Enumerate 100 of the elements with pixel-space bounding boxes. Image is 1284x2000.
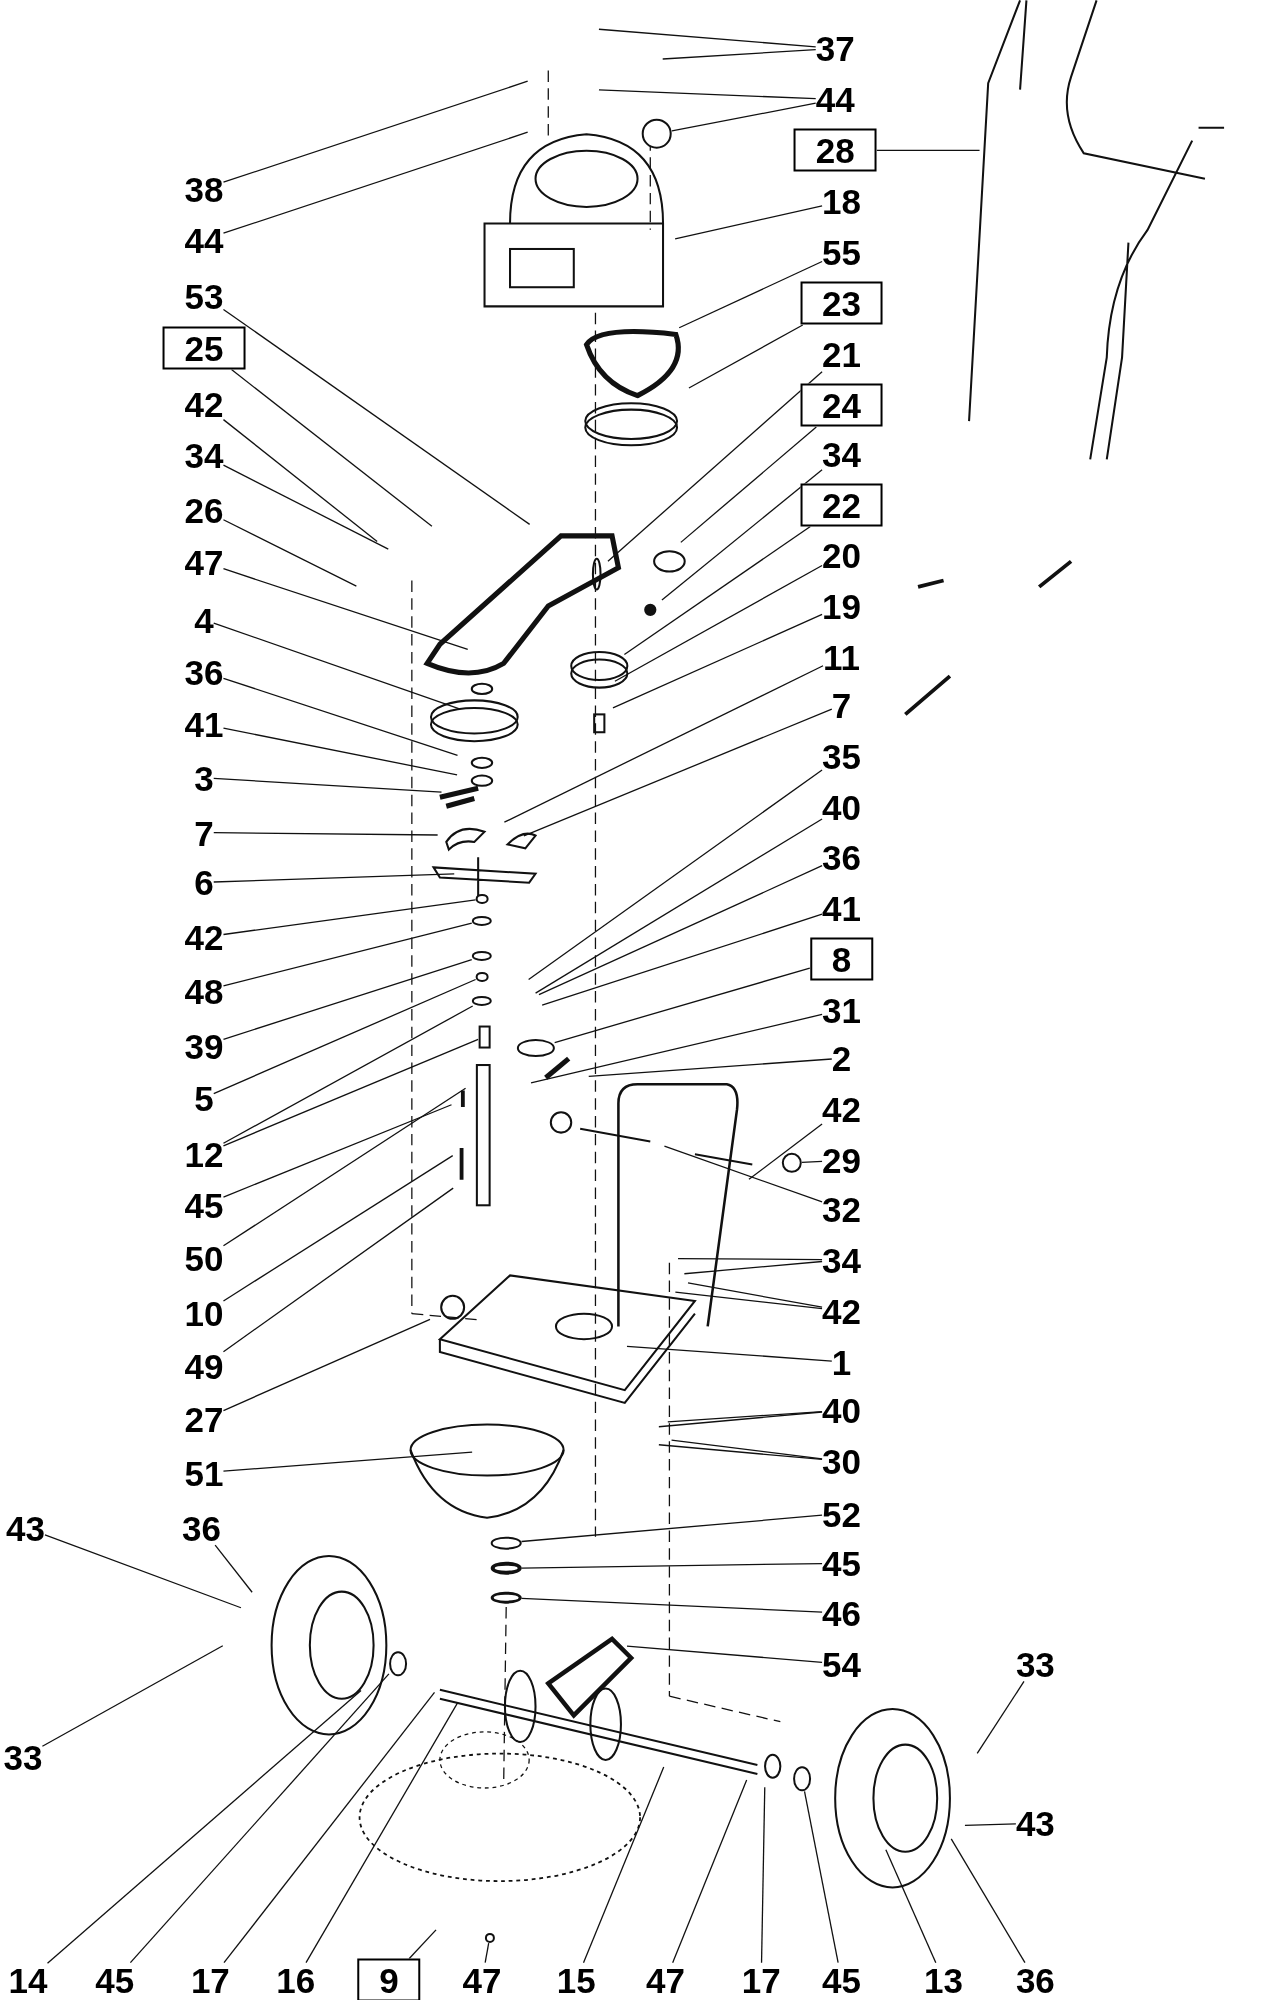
leader-line [230, 368, 433, 527]
leader-line [530, 1013, 823, 1084]
callout-number: 9 [357, 1958, 421, 2000]
callout-number: 49 [184, 1348, 224, 1384]
leader-line [222, 1318, 431, 1412]
ring-part [490, 1536, 522, 1550]
leader-line [213, 777, 443, 793]
ring-part [793, 1765, 811, 1792]
callout-number: 44 [184, 222, 224, 258]
leader-line [44, 1534, 242, 1609]
leader-line [222, 958, 473, 1040]
leader-line [760, 1786, 766, 1964]
leader-line [408, 1929, 437, 1960]
callout-number: 33 [1015, 1646, 1055, 1682]
leader-line [305, 1701, 459, 1964]
ring-part [484, 1933, 495, 1944]
leader-line [626, 1345, 833, 1362]
callout-number: 16 [276, 1962, 316, 1998]
callout-number: 37 [815, 30, 855, 66]
leader-line [520, 1597, 823, 1613]
leader-line [222, 1104, 453, 1198]
callout-number: 12 [184, 1136, 224, 1172]
leader-line [213, 622, 461, 710]
leader-line [222, 1451, 473, 1472]
callout-number: 14 [8, 1962, 48, 1998]
leader-line [801, 1160, 823, 1163]
leader-line [671, 102, 817, 132]
leader-line [680, 426, 817, 544]
callout-number: 7 [831, 687, 852, 723]
leader-line [662, 49, 817, 60]
leader-line [541, 913, 823, 1006]
ring-part [641, 118, 672, 150]
ring-part [388, 1651, 407, 1677]
leader-line [674, 1291, 823, 1310]
leader-line [222, 1087, 467, 1247]
callout-number: 36 [822, 839, 861, 875]
leader-line [582, 1766, 665, 1964]
leader-line [222, 464, 389, 550]
leader-line [222, 1005, 474, 1144]
callout-number: 29 [822, 1142, 861, 1178]
leader-line [678, 260, 823, 329]
callout-number: 45 [95, 1962, 135, 1998]
callout-number: 45 [184, 1187, 224, 1223]
callout-number: 46 [822, 1595, 861, 1631]
callout-number: 53 [184, 278, 224, 314]
callout-number: 24 [800, 383, 883, 427]
callout-number: 3 [194, 760, 214, 796]
callout-number: 11 [823, 639, 861, 675]
leader-line [663, 1145, 823, 1203]
leader-line [214, 1544, 253, 1593]
callout-number: 31 [822, 992, 861, 1028]
ring-part [781, 1152, 802, 1174]
callout-number: 5 [194, 1080, 214, 1116]
leader-line [222, 899, 477, 936]
leader-line [607, 371, 823, 562]
callout-number: 36 [182, 1510, 221, 1546]
leader-line [683, 1260, 823, 1275]
callout-number: 13 [924, 1962, 963, 1998]
callout-number: 41 [822, 890, 861, 926]
callout-number: 20 [822, 537, 861, 573]
leader-line [964, 1823, 1017, 1827]
leader-line [623, 525, 811, 656]
callout-number: 23 [800, 281, 883, 325]
leader-line [222, 519, 357, 587]
callout-number: 8 [809, 937, 874, 981]
callout-number: 51 [184, 1455, 224, 1491]
leader-line [658, 1444, 823, 1461]
leader-line [41, 1645, 224, 1747]
callout-number: 36 [1015, 1962, 1055, 1998]
leader-line [222, 80, 529, 183]
callout-number: 15 [556, 1962, 596, 1998]
leader-line [885, 1849, 937, 1964]
callout-number: 17 [741, 1962, 781, 1998]
leader-line [748, 1123, 823, 1180]
leader-line [538, 865, 823, 996]
callout-number: 40 [822, 1392, 861, 1428]
callout-number: 35 [822, 738, 861, 774]
callout-number: 39 [184, 1028, 224, 1064]
leader-line [876, 149, 981, 152]
leader-line [667, 1410, 823, 1423]
leader-line [484, 1942, 490, 1964]
callout-number: 34 [822, 436, 861, 472]
leader-line [222, 131, 529, 234]
leader-line [213, 873, 455, 883]
callout-number: 54 [822, 1646, 861, 1682]
leader-line [950, 1838, 1026, 1964]
callout-number: 36 [184, 654, 224, 690]
ring-part [471, 951, 493, 962]
leader-line [976, 1680, 1025, 1755]
callout-number: 50 [184, 1241, 224, 1276]
leader-line [677, 1257, 823, 1261]
callout-number: 47 [184, 544, 224, 580]
callout-number: 55 [822, 234, 861, 270]
leader-line [661, 469, 823, 601]
callout-number: 7 [194, 815, 214, 851]
leader-line [46, 1689, 362, 1964]
leader-line [222, 1187, 454, 1353]
ring-part [471, 995, 493, 1006]
leader-line [222, 419, 378, 543]
leader-line [222, 677, 459, 756]
